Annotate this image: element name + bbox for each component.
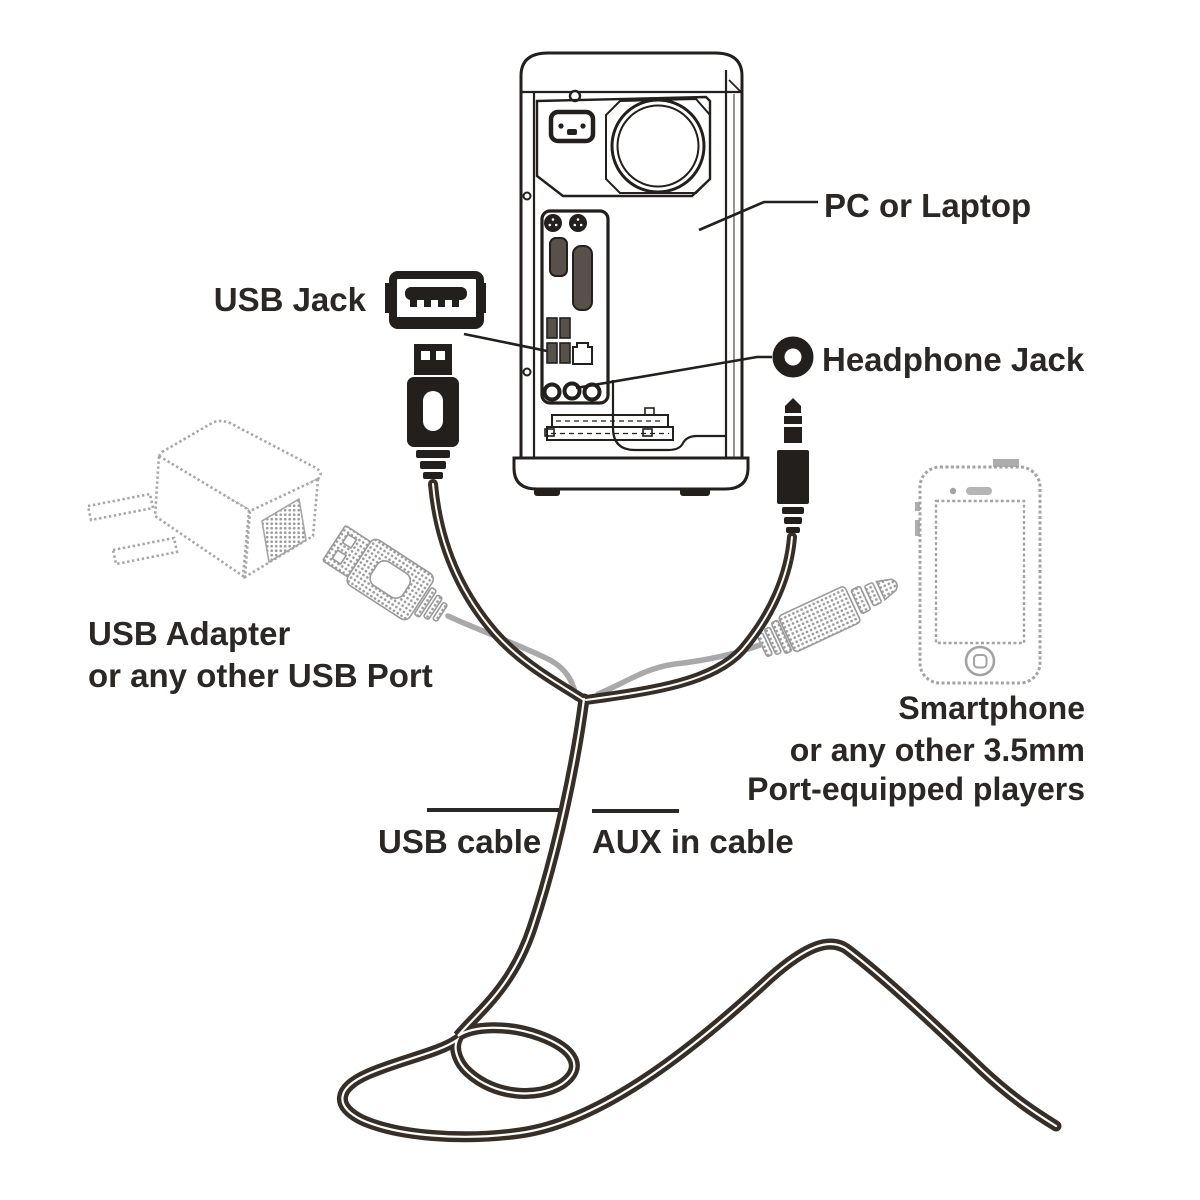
usb-ports [546,317,571,364]
adapter-prong [111,536,179,566]
smartphone-label-line2: or any other 3.5mm [790,732,1085,768]
leader-pc [698,200,818,232]
usb-plug-icon [407,344,459,479]
chassis-contour [611,380,726,452]
phone-side-button [915,502,920,511]
ethernet-port [572,342,593,365]
pc-tower-illustration [512,51,750,496]
usb-jack-icon [385,271,486,329]
adapter-prong [86,492,155,522]
ghost-usb-plug-icon [322,525,448,622]
leader-usb-jack [463,332,548,353]
headphone-jack-icon [772,336,814,378]
usb-cable-label: USB cable [378,823,541,860]
usb-cable-overline [427,808,559,812]
adapter-usb-port-slot [261,497,307,564]
aux-cable-highlight [585,536,793,701]
phone-screen [934,499,1026,645]
power-inlet [548,109,596,144]
psu-panel [535,95,712,198]
smartphone-illustration [915,459,1042,685]
usb-jack-label: USB Jack [214,281,367,318]
leader-headphone [575,355,772,390]
aux-cable-label: AUX in cable [592,823,794,860]
usb-cable-highlight [432,483,585,701]
phone-speaker [966,487,992,495]
screw [522,367,532,377]
phone-power-button [993,459,1019,467]
smartphone-label-line1: Smartphone [898,690,1085,726]
usb-adapter-label-line1: USB Adapter [88,615,290,652]
smartphone-label-line3: Port-equipped players [747,771,1085,807]
tower-base [512,456,750,491]
phone-camera [949,487,957,495]
ghost-aux-plug-icon [756,578,898,658]
parallel-port [572,245,593,311]
usb-adapter-label-line2: or any other USB Port [88,657,433,694]
fan-housing [605,97,711,194]
headphone-jack-label: Headphone Jack [822,341,1085,378]
pc-label: PC or Laptop [824,187,1031,224]
tower-body [519,51,744,460]
screw [522,191,532,201]
combined-cable-highlight [341,697,1058,1138]
phone-home-square [973,654,988,669]
phone-home-button [964,645,996,677]
ghost-usb-cable [445,613,579,701]
leader-lines [463,200,818,390]
aux-plug-icon [777,398,809,533]
usb-adapter-illustration [86,419,322,580]
psu-fan [610,98,706,194]
aux-cable-path [581,532,797,705]
ps2-ports [544,214,587,232]
adapter-front-face [153,453,251,579]
expansion-slots [544,407,674,441]
serial-port [549,237,568,277]
aux-cable-overline [592,809,679,813]
cables [337,479,1062,1143]
io-panel [540,209,610,405]
phone-side-button [915,520,920,536]
